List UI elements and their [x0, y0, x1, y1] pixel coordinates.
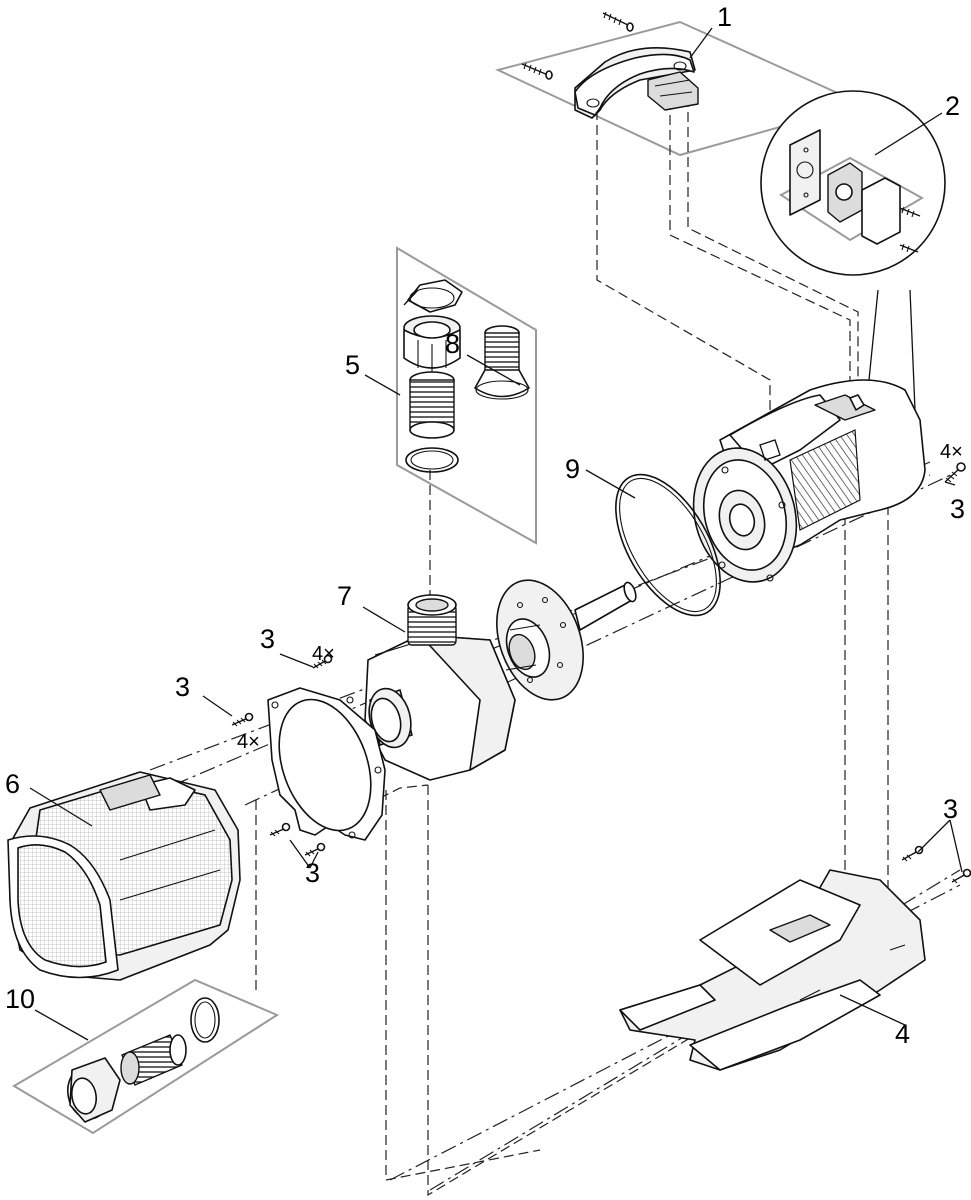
callout-1: 1 [717, 2, 732, 32]
callout-6: 6 [5, 769, 20, 799]
qty-left: 4× [237, 731, 260, 753]
connector-detail [760, 90, 946, 421]
leader-lines [29, 27, 963, 1041]
callout-7: 7 [337, 581, 352, 611]
callout-3-upper: 3 [260, 624, 275, 654]
callout-8: 8 [445, 329, 460, 359]
pump-volute-part [364, 594, 516, 781]
o-ring-part [615, 473, 721, 617]
callout-3-left: 3 [175, 672, 190, 702]
volute-screw [312, 654, 333, 669]
callout-3-base: 3 [943, 794, 958, 824]
motor-housing [692, 379, 926, 583]
base-stand-part [619, 869, 926, 1071]
seal-plate-part [267, 687, 386, 841]
guide-handle-right [669, 85, 851, 410]
callout-4: 4 [895, 1019, 910, 1049]
callout-3-right: 3 [950, 494, 965, 524]
callout-9: 9 [565, 454, 580, 484]
seal-plate-screws [231, 712, 326, 857]
impeller-part [496, 579, 637, 701]
callout-5: 5 [345, 350, 360, 380]
guide-handle-left [596, 110, 771, 440]
hose-fitting-kit [403, 279, 530, 473]
inlet-kit-group-box [12, 978, 280, 1135]
callout-2: 2 [945, 91, 960, 121]
qty-right: 4× [940, 441, 963, 463]
callout-10: 10 [5, 984, 35, 1014]
motor-screw [944, 462, 966, 483]
callout-3-bottom: 3 [305, 858, 320, 888]
handle-part [574, 47, 699, 119]
handle-screws [521, 11, 634, 80]
guide-handle-right-2 [687, 82, 859, 405]
guide-bottom-right [427, 785, 721, 1197]
filter-housing-part [7, 771, 241, 981]
guide-volute [365, 784, 429, 806]
qty-upper: 4× [312, 643, 335, 665]
guide-bottom-left [385, 790, 541, 1181]
base-screws [901, 845, 971, 884]
inlet-connector-kit [66, 997, 220, 1123]
